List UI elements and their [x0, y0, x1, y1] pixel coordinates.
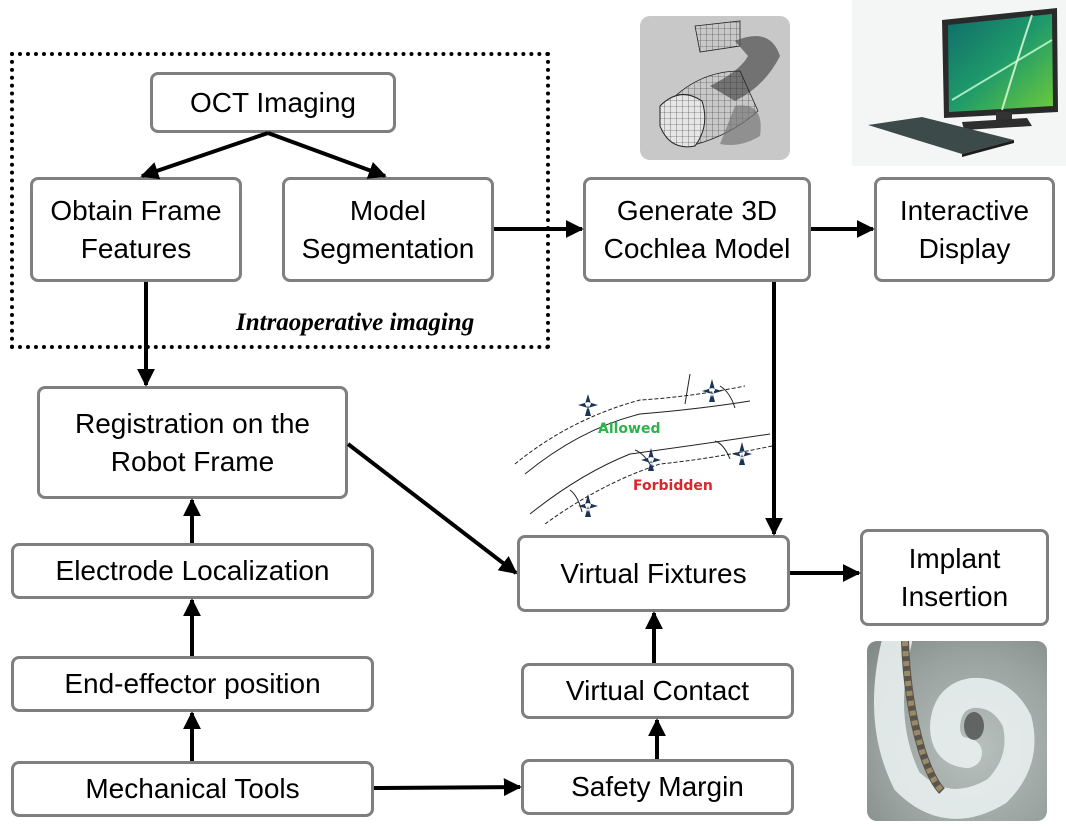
node-model-segmentation: Model Segmentation [282, 177, 494, 282]
forbidden-label: Forbidden [633, 478, 713, 494]
edge-tools-to-safety-margin [373, 778, 522, 797]
intraoperative-imaging-label: Intraoperative imaging [236, 309, 475, 336]
desktop-computer-image [852, 0, 1066, 166]
node-safety-margin: Safety Margin [521, 759, 794, 815]
cochlear-implant-photo [867, 641, 1047, 821]
node-electrode-localization: Electrode Localization [11, 543, 374, 599]
cochlea-wireframe-image [640, 16, 790, 160]
node-end-effector-position: End-effector position [11, 656, 374, 712]
node-virtual-fixtures: Virtual Fixtures [517, 535, 790, 612]
node-interactive-display: Interactive Display [874, 177, 1055, 282]
node-mechanical-tools: Mechanical Tools [11, 761, 374, 817]
node-obtain-frame-features: Obtain Frame Features [30, 177, 242, 282]
intraoperative-imaging-group [10, 52, 550, 349]
node-generate-3d-cochlea-model: Generate 3D Cochlea Model [583, 177, 811, 282]
node-oct-imaging: OCT Imaging [150, 72, 396, 133]
allowed-label: Allowed [598, 421, 661, 437]
virtual-fixtures-illustration [510, 364, 780, 525]
node-registration-robot-frame: Registration on the Robot Frame [37, 386, 348, 499]
node-virtual-contact: Virtual Contact [521, 663, 794, 719]
fixture-point-markers [578, 379, 752, 517]
node-implant-insertion: Implant Insertion [860, 529, 1049, 626]
